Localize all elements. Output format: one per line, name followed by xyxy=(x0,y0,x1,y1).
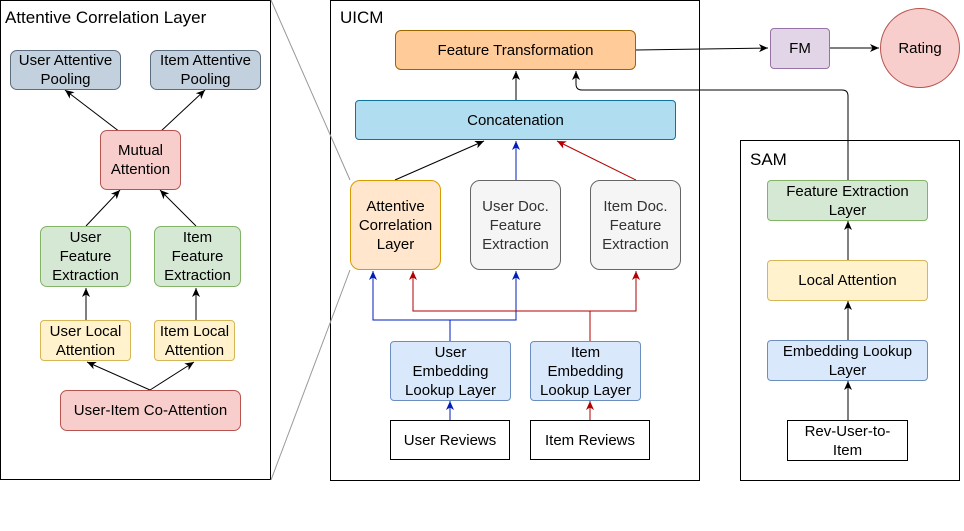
item-local-attention: Item Local Attention xyxy=(154,320,235,361)
edge-itemembed-acl xyxy=(409,271,591,341)
concatenation: Concatenation xyxy=(355,100,676,140)
mutual-attention: Mutual Attention xyxy=(100,130,181,190)
sam-feature-extraction-layer: Feature Extraction Layer xyxy=(767,180,928,221)
item-feature-extraction: Item Feature Extraction xyxy=(154,226,241,287)
sam-panel-title: SAM xyxy=(750,150,787,169)
edge-mutual-userpool xyxy=(64,89,121,133)
edge-userembed-userdoc xyxy=(449,271,520,341)
fm-node: FM xyxy=(770,28,830,69)
item-embedding-lookup-layer: Item Embedding Lookup Layer xyxy=(530,341,641,401)
item-reviews: Item Reviews xyxy=(530,420,650,460)
edge-coatt-userlocal xyxy=(86,361,151,391)
edge-itemdoc-concat xyxy=(556,140,637,181)
user-feature-extraction: User Feature Extraction xyxy=(40,226,131,287)
rating-node: Rating xyxy=(880,8,960,88)
zoom-line-bottom xyxy=(270,269,351,481)
user-reviews: User Reviews xyxy=(390,420,510,460)
zoom-line-top xyxy=(270,0,351,181)
rev-user-to-item: Rev-User-to- Item xyxy=(787,420,908,461)
edge-ft-fm xyxy=(635,44,769,53)
edge-featext-ft xyxy=(572,71,849,180)
edge-itemembed-itemdoc xyxy=(589,271,640,341)
attentive-correlation-layer: Attentive Correlation Layer xyxy=(350,180,441,270)
user-attentive-pooling: User Attentive Pooling xyxy=(10,50,121,90)
sam-embedding-lookup-layer: Embedding Lookup Layer xyxy=(767,340,928,381)
edge-itemfeat-mutual xyxy=(159,189,197,227)
feature-transformation: Feature Transformation xyxy=(395,30,636,70)
user-doc-feature-extraction: User Doc. Feature Extraction xyxy=(470,180,561,270)
user-embedding-lookup-layer: User Embedding Lookup Layer xyxy=(390,341,511,401)
user-local-attention: User Local Attention xyxy=(40,320,131,361)
edge-userfeat-mutual xyxy=(85,189,121,227)
edge-coatt-itemlocal xyxy=(149,361,195,391)
edge-mutual-itempool xyxy=(159,89,206,133)
uicm-panel-title: UICM xyxy=(340,8,384,27)
edge-userembed-acl xyxy=(369,271,451,341)
item-doc-feature-extraction: Item Doc. Feature Extraction xyxy=(590,180,681,270)
edge-acl-concat xyxy=(394,140,485,181)
item-attentive-pooling: Item Attentive Pooling xyxy=(150,50,261,90)
user-item-co-attention: User-Item Co-Attention xyxy=(60,390,241,431)
acl-panel-title: Attentive Correlation Layer xyxy=(5,8,207,27)
sam-local-attention: Local Attention xyxy=(767,260,928,301)
